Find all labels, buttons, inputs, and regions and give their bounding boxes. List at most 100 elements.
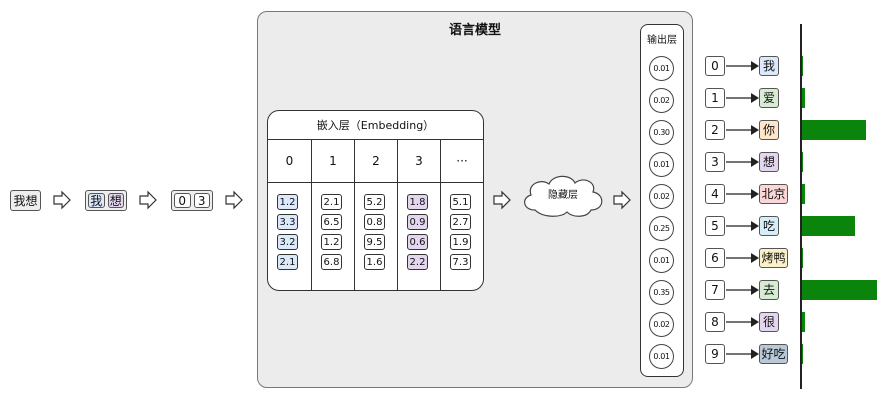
output-node: 0.02 xyxy=(649,88,674,113)
vocab-index: 9 xyxy=(705,344,725,364)
embedding-column-header: 1 xyxy=(312,139,354,183)
probability-bar xyxy=(801,280,877,300)
embedding-value: 3.2 xyxy=(277,234,298,250)
mapping-arrow-icon xyxy=(726,93,759,103)
embedding-value: 1.6 xyxy=(364,254,385,270)
token-id-label: 3 xyxy=(197,193,206,208)
embedding-value: 6.8 xyxy=(321,254,342,270)
embedding-value: 0.8 xyxy=(364,214,385,230)
output-node: 0.01 xyxy=(649,56,674,81)
embedding-value: 3.3 xyxy=(277,214,298,230)
embedding-column: 0 1.2 3.3 3.2 2.1 xyxy=(268,139,311,290)
probability-axis xyxy=(800,24,802,389)
token-label: 想 xyxy=(109,193,122,208)
embedding-vector: 5.2 0.8 9.5 1.6 xyxy=(364,194,387,274)
flow-arrow-icon xyxy=(139,190,157,210)
vocab-token: 爱 xyxy=(759,88,779,108)
probability-bar xyxy=(801,312,805,332)
probability-bar xyxy=(801,248,803,268)
probability-bar xyxy=(801,56,803,76)
embedding-value: 2.7 xyxy=(450,214,471,230)
embedding-vector: 5.1 2.7 1.9 7.3 xyxy=(450,194,473,274)
embedding-value: 1.8 xyxy=(407,194,428,210)
embedding-value: 0.9 xyxy=(407,214,428,230)
model-title: 语言模型 xyxy=(448,23,501,38)
vocab-index: 7 xyxy=(705,280,725,300)
embedding-vector: 1.2 3.3 3.2 2.1 xyxy=(277,194,300,274)
probability-bar xyxy=(801,184,805,204)
vocab-index: 3 xyxy=(705,152,725,172)
vocab-token: 吃 xyxy=(759,216,779,236)
embedding-value: 1.2 xyxy=(277,194,298,210)
output-node: 0.01 xyxy=(649,344,674,369)
hidden-layer-label: 隐藏层 xyxy=(548,190,578,201)
vocab-token: 好吃 xyxy=(759,344,788,364)
embedding-column: 2 5.2 0.8 9.5 1.6 xyxy=(354,139,397,290)
probability-bar xyxy=(801,216,855,236)
token-xiang: 想 xyxy=(107,193,124,208)
mapping-arrow-icon xyxy=(726,221,759,231)
embedding-column: 3 1.8 0.9 0.6 2.2 xyxy=(397,139,440,290)
mapping-arrow-icon xyxy=(726,189,759,199)
vocab-index: 1 xyxy=(705,88,725,108)
embedding-value: 9.5 xyxy=(364,234,385,250)
input-text-box: 我想 xyxy=(10,190,41,211)
embedding-value: 2.1 xyxy=(277,254,298,270)
vocab-token: 烤鸭 xyxy=(759,248,788,268)
mapping-arrow-icon xyxy=(726,285,759,295)
mapping-arrow-icon xyxy=(726,125,759,135)
input-text: 我想 xyxy=(13,193,38,208)
vocab-token: 北京 xyxy=(759,184,788,204)
vocab-token: 很 xyxy=(759,312,779,332)
embedding-vector: 1.8 0.9 0.6 2.2 xyxy=(407,194,430,274)
probability-bar xyxy=(801,120,866,140)
token-id: 0 xyxy=(174,193,191,208)
output-node: 0.35 xyxy=(649,280,674,305)
vocab-index: 8 xyxy=(705,312,725,332)
embedding-column-header: 3 xyxy=(398,139,440,183)
mapping-arrow-icon xyxy=(726,317,759,327)
mapping-arrow-icon xyxy=(726,253,759,263)
embedding-value: 0.6 xyxy=(407,234,428,250)
embedding-layer: 嵌入层（Embedding） 0 1.2 3.3 3.2 2.1 1 2.1 6.5 1.2 6.… xyxy=(267,110,484,291)
vocab-token: 我 xyxy=(759,56,779,76)
embedding-value: 5.2 xyxy=(364,194,385,210)
vocab-token: 去 xyxy=(759,280,779,300)
embedding-column-header: 2 xyxy=(355,139,397,183)
embedding-value: 7.3 xyxy=(450,254,471,270)
vocab-index: 0 xyxy=(705,56,725,76)
probability-bar xyxy=(801,152,803,172)
token-id-group: 0 3 xyxy=(171,190,213,211)
embedding-title: 嵌入层（Embedding） xyxy=(268,111,483,140)
output-node: 0.01 xyxy=(649,248,674,273)
flow-arrow-icon xyxy=(225,190,243,210)
mapping-arrow-icon xyxy=(726,349,759,359)
embedding-vector: 2.1 6.5 1.2 6.8 xyxy=(321,194,344,274)
vocab-index: 4 xyxy=(705,184,725,204)
token-wo: 我 xyxy=(88,193,105,208)
hidden-layer-cloud-icon xyxy=(524,175,603,217)
embedding-column-header: 0 xyxy=(268,139,311,183)
embedding-column: 1 2.1 6.5 1.2 6.8 xyxy=(311,139,354,290)
output-node: 0.30 xyxy=(649,120,674,145)
embedding-value: 6.5 xyxy=(321,214,342,230)
mapping-arrow-icon xyxy=(726,157,759,167)
vocab-index: 2 xyxy=(705,120,725,140)
embedding-value: 5.1 xyxy=(450,194,471,210)
flow-arrow-icon xyxy=(613,190,631,210)
output-title: 输出层 xyxy=(647,35,677,46)
embedding-value: 2.2 xyxy=(407,254,428,270)
vocab-token: 想 xyxy=(759,152,779,172)
probability-bar xyxy=(801,88,805,108)
vocab-token: 你 xyxy=(759,120,779,140)
vocab-index: 6 xyxy=(705,248,725,268)
probability-bar xyxy=(801,344,803,364)
embedding-value: 1.2 xyxy=(321,234,342,250)
output-node: 0.25 xyxy=(649,216,674,241)
output-node: 0.02 xyxy=(649,184,674,209)
embedding-value: 1.9 xyxy=(450,234,471,250)
token-id: 3 xyxy=(193,193,210,208)
embedding-value: 2.1 xyxy=(321,194,342,210)
embedding-column-header: ··· xyxy=(441,139,483,183)
